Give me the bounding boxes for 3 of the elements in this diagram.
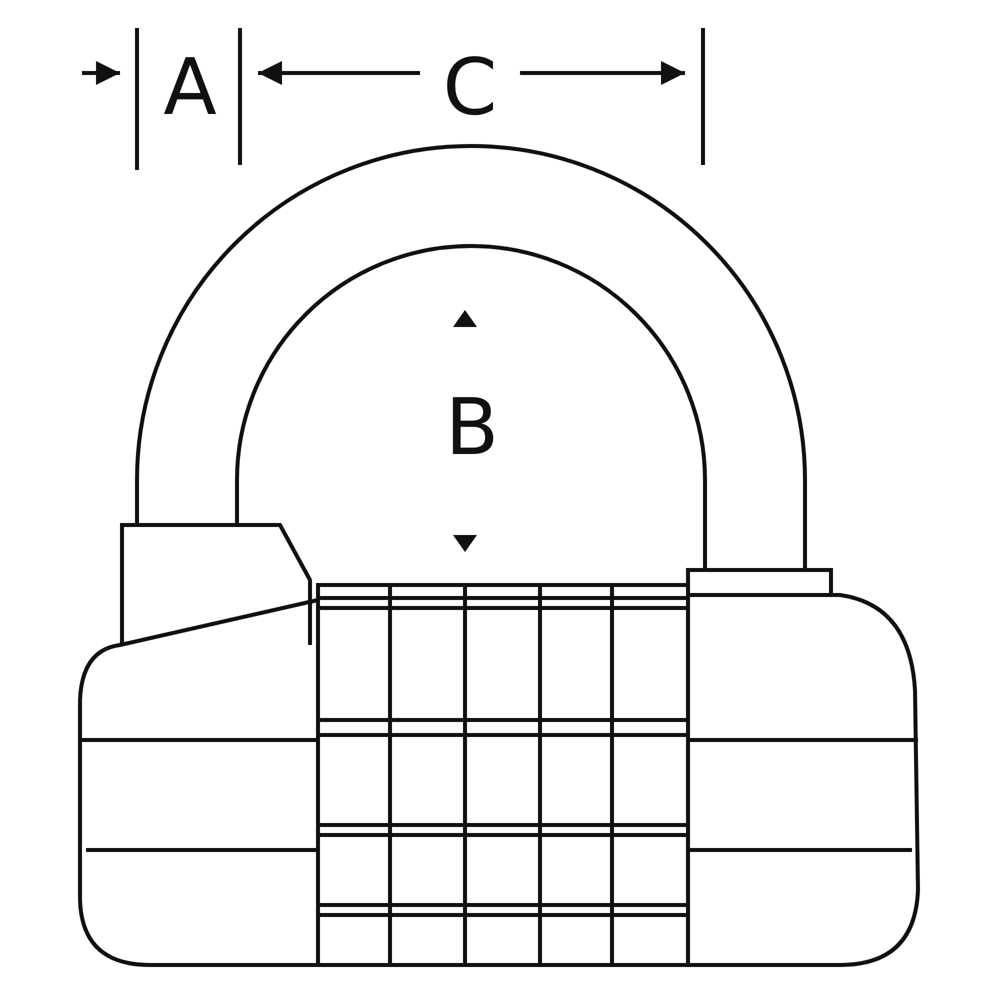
dimension-label: A	[163, 49, 217, 127]
dimension-label: C	[442, 49, 498, 127]
dimension-label: B	[445, 389, 499, 467]
